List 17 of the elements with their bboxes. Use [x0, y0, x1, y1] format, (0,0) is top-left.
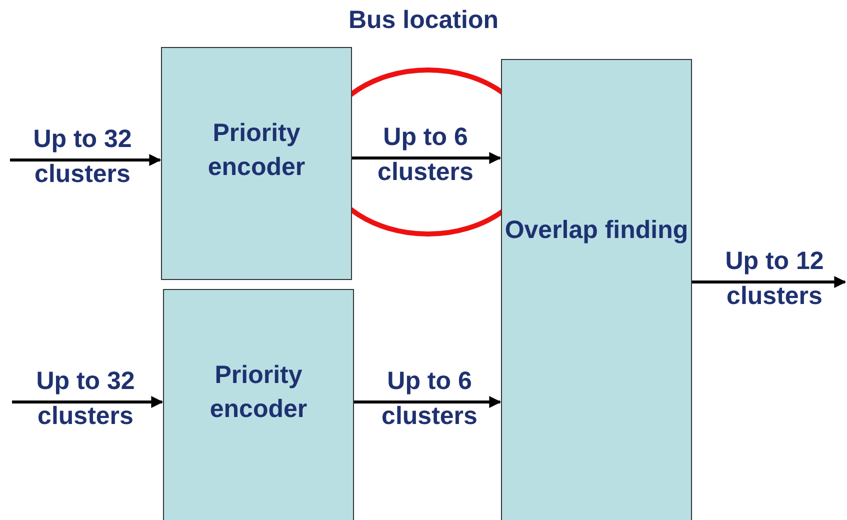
arrow	[692, 276, 846, 288]
arrow	[354, 396, 502, 408]
diagram-title: Bus location	[347, 6, 500, 35]
arrow	[10, 154, 162, 166]
edge-label: Up to 6 clusters	[380, 366, 478, 432]
process-box	[501, 59, 692, 520]
process-box	[161, 47, 352, 280]
arrow	[352, 152, 502, 164]
edge-label: Up to 6 clusters	[376, 122, 474, 188]
arrow	[12, 396, 164, 408]
box-label: Priority encoder	[208, 360, 308, 425]
box-label: Overlap finding	[504, 215, 690, 246]
edge-label: Up to 32 clusters	[32, 124, 133, 190]
edge-label: Up to 32 clusters	[35, 366, 136, 432]
edge-label: Up to 12 clusters	[724, 246, 825, 312]
box-label: Priority encoder	[206, 118, 306, 183]
process-box	[163, 289, 354, 520]
